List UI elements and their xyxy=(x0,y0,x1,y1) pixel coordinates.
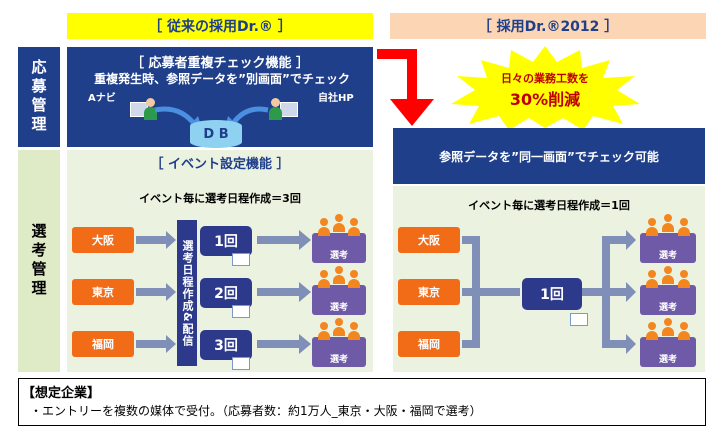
assumption-title: 【想定企業】 xyxy=(22,386,101,401)
city-tokyo-left: 東京 xyxy=(72,279,134,305)
person-icon xyxy=(318,218,330,236)
same-screen-panel: 参照データを”同一画面”でチェック可能 xyxy=(393,128,705,184)
burst-line-2: 30%削減 xyxy=(509,90,581,109)
source-a-navi: Aナビ xyxy=(88,93,116,104)
person-icon xyxy=(646,270,658,288)
city-fukuoka-left: 福岡 xyxy=(72,331,134,357)
merge-arrows-right xyxy=(462,230,636,354)
person-icon xyxy=(662,266,674,284)
dup-check-title: ［ 応募者重複チェック機能 ］ xyxy=(130,56,310,71)
round-3-left: 3回 xyxy=(200,330,252,360)
event-text: イベント毎に選考日程作成＝3回 xyxy=(139,192,301,205)
city-osaka-right: 大阪 xyxy=(398,227,460,253)
selection-label: 選考 xyxy=(658,303,677,313)
event-title: ［ イベント設定機能 ］ xyxy=(150,157,290,172)
mail-icon xyxy=(232,357,250,370)
selection-group-osaka-right: 選考 xyxy=(640,233,696,263)
person-icon xyxy=(333,266,345,284)
red-arrow xyxy=(377,49,434,126)
person-icon xyxy=(662,214,674,232)
city-fukuoka-right: 福岡 xyxy=(398,331,460,357)
selection-label: 選考 xyxy=(329,303,348,313)
selection-group-osaka: 選考 xyxy=(312,233,366,263)
side-label-selection: 選考管理 xyxy=(18,150,60,372)
selection-group-fukuoka: 選考 xyxy=(312,337,366,367)
person-icon xyxy=(678,270,690,288)
round-arrows-left xyxy=(257,230,311,354)
header-legacy: ［ 従来の採用Dr.® ］ xyxy=(67,13,373,39)
person-icon xyxy=(348,270,360,288)
event-text-right: イベント毎に選考日程作成＝1回 xyxy=(468,199,630,212)
schedule-creation-label: 選考日程作成&配信 xyxy=(181,239,194,347)
mail-icon xyxy=(570,313,588,326)
person-icon xyxy=(348,218,360,236)
city-arrows-left xyxy=(136,231,176,353)
person-icon xyxy=(678,322,690,340)
schedule-creation-bar xyxy=(177,220,197,366)
dup-check-subtitle: 重複発生時、参照データを”別画面”でチェック xyxy=(94,72,350,86)
selection-label: 選考 xyxy=(329,251,348,261)
operator-right-icon xyxy=(268,96,298,124)
mail-icon xyxy=(232,305,250,318)
assumption-text: ・エントリーを複数の媒体で受付。（応募者数：約1万人_東京・大阪・福岡で選考） xyxy=(30,404,482,418)
city-tokyo-right: 東京 xyxy=(398,279,460,305)
selection-label: 選考 xyxy=(658,355,677,365)
person-icon xyxy=(333,214,345,232)
city-osaka-left: 大阪 xyxy=(72,227,134,253)
selection-group-tokyo: 選考 xyxy=(312,285,366,315)
db-cylinder: D B xyxy=(190,120,242,148)
selection-group-tokyo-right: 選考 xyxy=(640,285,696,315)
person-icon xyxy=(318,322,330,340)
round-2-left: 2回 xyxy=(200,278,252,308)
same-screen-text: 参照データを”同一画面”でチェック可能 xyxy=(439,149,659,164)
selection-label: 選考 xyxy=(658,251,677,261)
side-label-application: 応募管理 xyxy=(18,47,60,147)
selection-label: 選考 xyxy=(329,355,348,365)
burst-line-1: 日々の業務工数を xyxy=(501,72,589,85)
mail-icon xyxy=(232,253,250,266)
person-icon xyxy=(646,322,658,340)
source-company-hp: 自社HP xyxy=(318,93,354,104)
person-icon xyxy=(318,270,330,288)
operator-left-icon xyxy=(128,96,158,124)
person-icon xyxy=(678,218,690,236)
person-icon xyxy=(662,318,674,336)
assumption-box xyxy=(18,378,706,426)
header-2012: ［ 採用Dr.®2012 ］ xyxy=(390,13,706,39)
round-1-right: 1回 xyxy=(522,278,582,310)
person-icon xyxy=(348,322,360,340)
person-icon xyxy=(646,218,658,236)
selection-group-fukuoka-right: 選考 xyxy=(640,337,696,367)
burst-shape xyxy=(451,46,640,130)
person-icon xyxy=(333,318,345,336)
round-1-left: 1回 xyxy=(200,226,252,256)
